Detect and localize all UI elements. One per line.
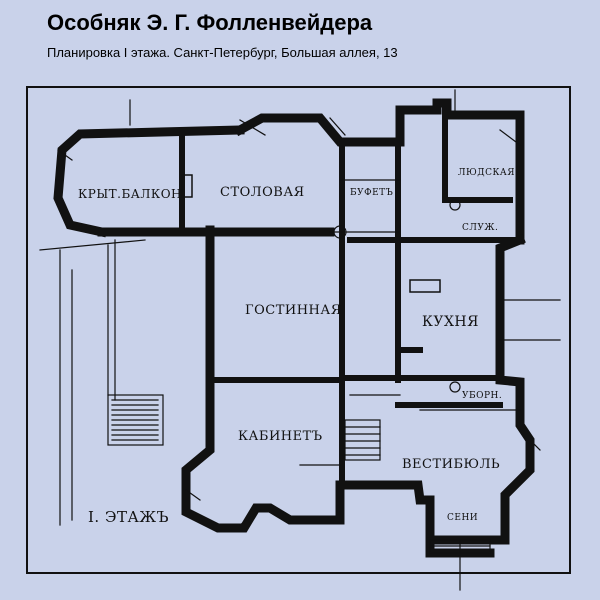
room-label-porch: СЕНИ bbox=[447, 513, 478, 523]
walls bbox=[39, 89, 561, 591]
page-title: Особняк Э. Г. Фолленвейдера bbox=[47, 10, 373, 35]
room-label-dining: СТОЛОВАЯ bbox=[220, 185, 305, 200]
floor-label: I. ЭТАЖЪ bbox=[88, 508, 169, 526]
room-label-toilet: УБОРН. bbox=[462, 391, 502, 401]
room-label-study: КАБИНЕТЪ bbox=[238, 429, 323, 444]
page-subtitle: Планировка I этажа. Санкт-Петербург, Бол… bbox=[47, 45, 398, 60]
room-label-wc: СЛУЖ. bbox=[462, 223, 498, 233]
room-label-kitchen: КУХНЯ bbox=[422, 314, 479, 330]
room-label-covered-balcony: КРЫТ.БАЛКОН bbox=[78, 187, 182, 201]
room-label-buffet: БУФЕТЪ bbox=[350, 188, 393, 198]
room-label-pantry: ЛЮДСКАЯ bbox=[458, 168, 515, 178]
floor-plan-frame bbox=[26, 86, 571, 574]
room-label-vestibule: ВЕСТИБЮЛЬ bbox=[402, 457, 500, 472]
room-label-living: ГОСТИННАЯ bbox=[245, 303, 342, 318]
